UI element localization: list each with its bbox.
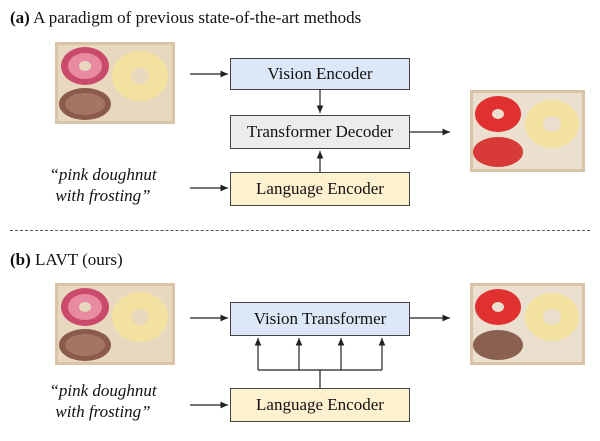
query-text-a: “pink doughnut with frosting” <box>49 165 157 205</box>
section-a-heading: (a) A paradigm of previous state-of-the-… <box>10 8 361 28</box>
section-a-title: A paradigm of previous state-of-the-art … <box>33 8 362 27</box>
section-divider <box>10 230 590 231</box>
vision-encoder-box: Vision Encoder <box>230 58 410 90</box>
section-a-label: (a) <box>10 8 30 27</box>
input-image-a <box>55 42 175 124</box>
language-encoder-box-a: Language Encoder <box>230 172 410 206</box>
language-encoder-box-b: Language Encoder <box>230 388 410 422</box>
section-b-label: (b) <box>10 250 31 269</box>
transformer-decoder-box: Transformer Decoder <box>230 115 410 149</box>
input-image-b <box>55 283 175 365</box>
section-b-title: LAVT (ours) <box>35 250 123 269</box>
vision-transformer-box: Vision Transformer <box>230 302 410 336</box>
section-b-heading: (b) LAVT (ours) <box>10 250 123 270</box>
query-text-b: “pink doughnut with frosting” <box>49 381 157 421</box>
output-mask-image-b <box>470 283 585 365</box>
output-mask-image-a <box>470 90 585 172</box>
